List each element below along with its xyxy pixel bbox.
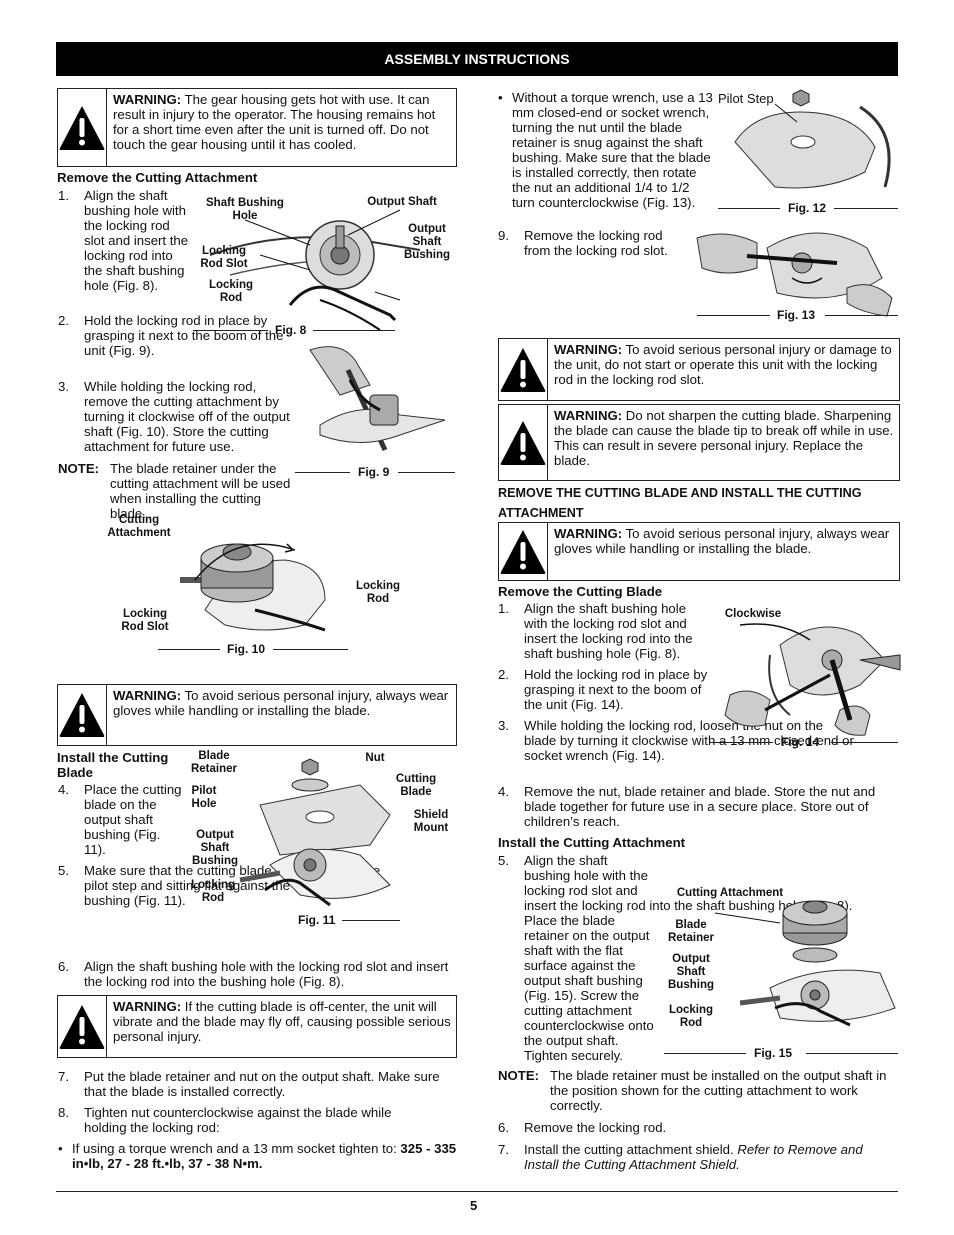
install-blade-heading: Install the Cutting Blade — [57, 750, 169, 780]
fig12-illustration — [734, 89, 891, 189]
bullet-item: • Without a torque wrench, use a 13 mm c… — [498, 90, 713, 210]
warning-box-off-center: WARNING: If the cutting blade is off-cen… — [57, 995, 457, 1058]
fig11-label-blade-retainer: Blade Retainer — [190, 750, 238, 775]
page-title: ASSEMBLY INSTRUCTIONS — [384, 50, 570, 67]
fig12-label-pilot-step: Pilot Step — [718, 91, 774, 106]
list-item: 8.Tighten nut counterclockwise against t… — [58, 1105, 392, 1135]
warning-icon — [59, 105, 105, 150]
warning-icon-cell — [499, 339, 548, 400]
fig9-caption: Fig. 9 — [358, 465, 390, 479]
note: NOTE: The blade retainer must be install… — [498, 1068, 887, 1113]
fig12-caption: Fig. 12 — [788, 201, 827, 215]
fig15-caption: Fig. 15 — [754, 1046, 793, 1060]
fig9-illustration — [309, 346, 446, 452]
warning-text: WARNING: To avoid serious personal injur… — [554, 526, 890, 556]
list-item: 4.Place the cutting blade on the output … — [58, 782, 182, 857]
fig11-label-output-shaft-bushing: Output Shaft Bushing — [192, 829, 238, 867]
warning-box-gloves: WARNING: To avoid serious personal injur… — [57, 684, 457, 746]
fig15-label-output-shaft-bushing: Output Shaft Bushing — [668, 953, 714, 991]
fig15-label-locking-rod: Locking Rod — [668, 1004, 714, 1029]
warning-icon — [500, 529, 546, 574]
fig11-label-shield-mount: Shield Mount — [413, 809, 449, 834]
fig8-caption: Fig. 8 — [275, 323, 307, 337]
install-attachment-heading: Install the Cutting Attachment — [498, 835, 686, 850]
list-item: 5.Align the shaft bushing hole with the … — [498, 853, 853, 1063]
fig15-label-cutting-attachment: Cutting Attachment — [676, 887, 784, 899]
fig14-caption: Fig. 14 — [781, 735, 820, 749]
remove-blade-heading: Remove the Cutting Blade — [498, 584, 663, 599]
page-header: ASSEMBLY INSTRUCTIONS — [56, 42, 898, 76]
warning-box-gloves-2: WARNING: To avoid serious personal injur… — [498, 522, 900, 581]
list-item: 2.Hold the locking rod in place by grasp… — [58, 313, 284, 358]
list-item: 3.While holding the locking rod, loosen … — [498, 718, 854, 763]
list-item: 2.Hold the locking rod in place by grasp… — [498, 667, 708, 712]
fig8-label-shaft-bushing-hole: Shaft Bushing Hole — [206, 197, 284, 222]
fig10-label-locking-rod: Locking Rod — [355, 580, 401, 605]
warning-text: WARNING: To avoid serious personal injur… — [113, 688, 449, 718]
list-item: 4.Remove the nut, blade retainer and bla… — [498, 784, 876, 829]
note: NOTE: The blade retainer under the cutti… — [58, 461, 291, 521]
warning-text: WARNING: Do not sharpen the cutting blad… — [554, 408, 894, 468]
list-item: 9.Remove the locking rod from the lockin… — [498, 228, 668, 258]
fig11-label-pilot-hole: Pilot Hole — [191, 785, 217, 810]
fig14-illustration — [724, 623, 901, 736]
fig10-illustration — [180, 543, 326, 632]
list-item: 6.Align the shaft bushing hole with the … — [58, 959, 449, 989]
footer-divider — [56, 1191, 898, 1192]
fig11-label-nut: Nut — [365, 752, 385, 764]
fig10-label-locking-rod-slot: Locking Rod Slot — [121, 608, 169, 633]
section-heading: REMOVE THE CUTTING BLADE AND INSTALL THE… — [498, 486, 862, 520]
fig8-label-output-shaft: Output Shaft — [367, 196, 437, 208]
fig11-illustration — [239, 758, 391, 907]
fig11-label-cutting-blade: Cutting Blade — [395, 773, 437, 798]
fig15-illustration — [714, 900, 896, 1027]
warning-box-hot-housing: WARNING: The gear housing gets hot with … — [57, 88, 457, 167]
warning-text: WARNING: The gear housing gets hot with … — [113, 92, 436, 152]
warning-icon — [500, 420, 546, 465]
warning-box-sharpen: WARNING: Do not sharpen the cutting blad… — [498, 404, 900, 481]
list-item: 1.Align the shaft bushing hole with the … — [58, 188, 189, 293]
warning-icon-cell — [499, 405, 548, 480]
remove-attachment-heading: Remove the Cutting Attachment — [57, 170, 258, 185]
fig10-label-cutting-attachment: Cutting Attachment — [107, 514, 171, 539]
list-item: 6.Remove the locking rod. — [498, 1120, 667, 1135]
fig8-label-locking-rod-slot: Locking Rod Slot — [200, 245, 248, 270]
page-number: 5 — [470, 1198, 478, 1213]
warning-box-locking-rod: WARNING: To avoid serious personal injur… — [498, 338, 900, 401]
warning-icon — [59, 693, 105, 737]
fig13-caption: Fig. 13 — [777, 308, 816, 322]
warning-icon — [59, 1004, 105, 1049]
warning-text: WARNING: To avoid serious personal injur… — [554, 342, 892, 387]
warning-icon-cell — [58, 685, 107, 745]
fig15-label-blade-retainer: Blade Retainer — [667, 919, 715, 944]
fig8-illustration — [209, 209, 421, 331]
warning-text: WARNING: If the cutting blade is off-cen… — [113, 999, 451, 1044]
warning-icon-cell — [58, 89, 107, 166]
fig8-label-output-shaft-bushing: Output Shaft Bushing — [404, 223, 450, 261]
fig14-label-clockwise: Clockwise — [724, 608, 782, 620]
fig11-label-locking-rod: Locking Rod — [190, 879, 236, 904]
fig13-illustration — [696, 232, 893, 317]
fig8-label-locking-rod: Locking Rod — [208, 279, 254, 304]
fig10-caption: Fig. 10 — [227, 642, 266, 656]
warning-icon — [500, 347, 546, 392]
fig11-caption: Fig. 11 — [298, 913, 336, 927]
warning-icon-cell — [58, 996, 107, 1057]
warning-icon-cell — [499, 523, 548, 580]
list-item: 7. Install the cutting attachment shield… — [498, 1142, 863, 1172]
list-item: 7.Put the blade retainer and nut on the … — [58, 1069, 440, 1099]
bullet-item: • If using a torque wrench and a 13 mm s… — [58, 1141, 457, 1171]
list-item: 1.Align the shaft bushing hole with the … — [498, 601, 693, 661]
list-item: 3.While holding the locking rod, remove … — [58, 379, 290, 454]
